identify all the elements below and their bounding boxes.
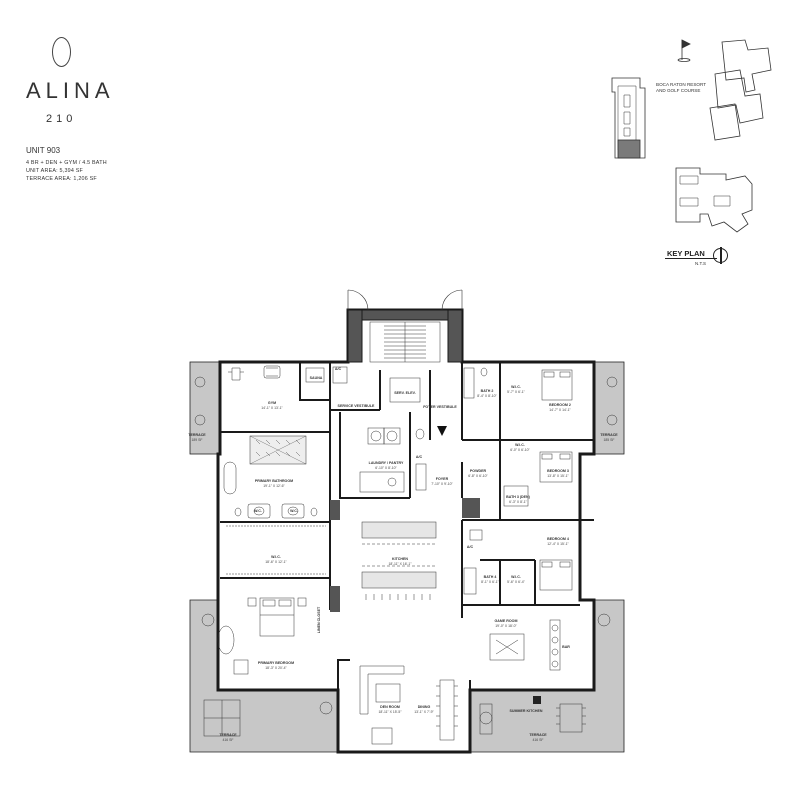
label-serv-elev: SERV. ELEV. bbox=[394, 391, 415, 395]
room-labels: GYM 14'-1" X 13'-1" SAUNA SERVICE VESTIB… bbox=[188, 367, 618, 742]
label-service-vestibule: SERVICE VESTIBULE bbox=[338, 404, 375, 408]
label-laundry: LAUNDRY / PANTRY bbox=[369, 461, 404, 465]
label-wic-3: W.I.C. bbox=[515, 443, 525, 447]
label-bedroom-2: BEDROOM 2 bbox=[549, 403, 571, 407]
label-wic-primary: W.I.C. bbox=[271, 555, 281, 559]
terrace-left bbox=[189, 599, 339, 753]
label-terrace-right: TERRACE bbox=[529, 733, 547, 737]
core-walls bbox=[347, 309, 463, 363]
label-bedroom-3-dim: 13'-8" X 15'-1" bbox=[547, 474, 569, 478]
fixtures bbox=[194, 365, 618, 745]
label-ac-1: A/C bbox=[335, 367, 342, 371]
brand-name: ALINA bbox=[26, 78, 115, 103]
label-wic-2-dim: 5'-7" X 6'-1" bbox=[507, 390, 525, 394]
unit-spec-terrace: TERRACE AREA: 1,206 SF bbox=[26, 176, 97, 182]
label-den-room: DEN ROOM bbox=[380, 705, 400, 709]
label-wc-2: W.C. bbox=[290, 509, 298, 513]
label-den-room-dim: 18'-11" X 15'-5" bbox=[378, 710, 402, 714]
label-game-room: GAME ROOM bbox=[495, 619, 518, 623]
label-wic-4: W.I.C. bbox=[511, 575, 521, 579]
label-summer-kitchen: SUMMER KITCHEN bbox=[510, 709, 543, 713]
label-terrace-left-area: 416 SF bbox=[223, 738, 234, 742]
label-dining-dim: 13'-1" X 7'-9" bbox=[414, 710, 434, 714]
unit-spec-rooms: 4 BR + DEN + GYM / 4.5 BATH bbox=[26, 160, 107, 166]
label-linen: LINEN CLOSET bbox=[317, 606, 321, 633]
label-bedroom-2-dim: 14'-7" X 14'-1" bbox=[549, 408, 571, 412]
label-ac-3: A/C bbox=[467, 545, 474, 549]
label-terrace-nw: TERRACE bbox=[188, 433, 206, 437]
label-wc-1: W.C. bbox=[254, 509, 262, 513]
label-terrace-ne-area: 185 SF bbox=[604, 438, 615, 442]
label-bath-2: BATH 2 bbox=[481, 389, 494, 393]
resort-label-line1: BOCA RATON RESORT bbox=[656, 82, 707, 87]
brand-logo-oval bbox=[52, 37, 71, 67]
label-powder-dim: 6'-8" X 6'-10" bbox=[468, 474, 488, 478]
column-2 bbox=[462, 498, 480, 518]
column-1 bbox=[330, 500, 340, 520]
terraces bbox=[189, 361, 625, 753]
label-foyer-dim: 7'-10" X 9'-10" bbox=[431, 482, 453, 486]
unit-title: UNIT 903 bbox=[26, 146, 61, 155]
brand-subtitle: 210 bbox=[46, 113, 77, 125]
label-bath-2-dim: 8'-4" X 8'-10" bbox=[477, 394, 497, 398]
terrace-nw bbox=[189, 361, 221, 455]
keyplan-diagram bbox=[611, 39, 772, 233]
label-game-room-dim: 19'-0" X 18'-0" bbox=[495, 624, 517, 628]
label-bedroom-4: BEDROOM 4 bbox=[547, 537, 569, 541]
label-terrace-ne: TERRACE bbox=[600, 433, 618, 437]
label-sauna: SAUNA bbox=[310, 376, 323, 380]
label-foyer: FOYER bbox=[436, 477, 449, 481]
keyplan-title: KEY PLAN bbox=[667, 249, 705, 258]
label-terrace-nw-area: 189 SF bbox=[192, 438, 203, 442]
keyplan-nts: N.T.S bbox=[695, 261, 707, 266]
keyplan-underline bbox=[665, 258, 717, 259]
label-wic-3-dim: 6'-0" X 6'-10" bbox=[510, 448, 530, 452]
label-wic-primary-dim: 18'-6" X 12'-1" bbox=[265, 560, 287, 564]
resort-label-line2: AND GOLF COURSE bbox=[656, 88, 701, 93]
label-bath-4-dim: 8'-1" X 6'-1" bbox=[481, 580, 499, 584]
label-ac-2: A/C bbox=[416, 455, 423, 459]
label-bath-3-dim: 6'-3" X 8'-1" bbox=[509, 500, 527, 504]
label-bath-4: BATH 4 bbox=[484, 575, 497, 579]
north-arrow-icon bbox=[713, 247, 728, 264]
terrace-right bbox=[469, 599, 625, 753]
label-gym-dim: 14'-1" X 13'-1" bbox=[261, 406, 283, 410]
label-primary-bedroom: PRIMARY BEDROOM bbox=[258, 661, 294, 665]
interior-walls bbox=[220, 362, 594, 690]
keyplan-resort-label: BOCA RATON RESORT AND GOLF COURSE bbox=[656, 82, 726, 94]
label-wic-4-dim: 5'-6" X 6'-4" bbox=[507, 580, 525, 584]
label-primary-bedroom-dim: 18'-3" X 20'-4" bbox=[265, 666, 287, 670]
label-bedroom-4-dim: 12'-4" X 15'-1" bbox=[547, 542, 569, 546]
label-primary-bath: PRIMARY BATHROOM bbox=[255, 479, 293, 483]
label-terrace-left: TERRACE bbox=[219, 733, 237, 737]
column-3 bbox=[330, 586, 340, 612]
label-wic-2: W.I.C. bbox=[511, 385, 521, 389]
label-primary-bath-dim: 19'-1" X 12'-6" bbox=[263, 484, 285, 488]
label-gym: GYM bbox=[268, 401, 276, 405]
label-kitchen: KITCHEN bbox=[392, 557, 408, 561]
unit-spec-area: UNIT AREA: 5,394 SF bbox=[26, 168, 84, 174]
label-bedroom-3: BEDROOM 3 bbox=[547, 469, 569, 473]
label-bar: BAR bbox=[562, 645, 570, 649]
label-laundry-dim: 6'-10" X 8'-10" bbox=[375, 466, 397, 470]
label-dining: DINING bbox=[418, 705, 431, 709]
label-kitchen-dim: 18'-11" X 16'-1" bbox=[388, 562, 412, 566]
entry-arrow-icon bbox=[437, 426, 447, 436]
label-terrace-right-area: 416 SF bbox=[533, 738, 544, 742]
stair bbox=[369, 321, 441, 363]
label-bath-3: BATH 3 (DEN) bbox=[506, 495, 530, 499]
label-powder: POWDER bbox=[470, 469, 487, 473]
label-foyer-vestibule: FOYER VESTIBULE bbox=[423, 405, 457, 409]
